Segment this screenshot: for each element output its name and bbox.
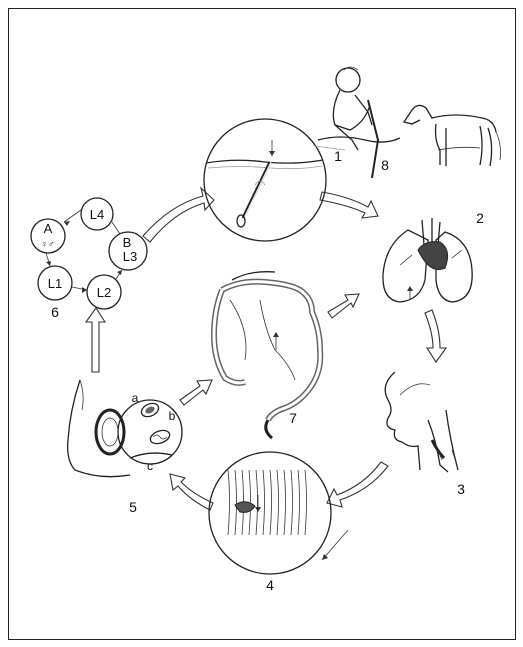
human-arm bbox=[355, 95, 372, 125]
intestinal-mucosa-illustration bbox=[209, 452, 348, 574]
arrow-l4-to-a bbox=[64, 210, 81, 222]
dog-head bbox=[404, 110, 420, 124]
anus-ring-inner bbox=[102, 418, 118, 446]
dog-belly bbox=[438, 147, 480, 150]
esophagus bbox=[446, 410, 458, 470]
arrowhead-a-to-l1 bbox=[46, 261, 51, 266]
skin-surface-line bbox=[206, 160, 323, 163]
node-b-label: B bbox=[123, 235, 132, 250]
arrow-lungs-to-throat bbox=[425, 310, 446, 362]
dog-front-leg bbox=[436, 124, 441, 165]
colon-illustration bbox=[214, 272, 320, 438]
skin-layer-line bbox=[208, 166, 322, 169]
larva-body bbox=[243, 162, 270, 218]
dog-hind-leg-2 bbox=[488, 128, 492, 166]
attached-worm bbox=[235, 502, 255, 513]
label-stage-5: 5 bbox=[129, 499, 137, 515]
arrow-skin-to-lungs bbox=[320, 192, 378, 218]
label-egg-a: a bbox=[132, 391, 139, 405]
skin-penetration-illustration bbox=[204, 119, 326, 241]
skin-circle bbox=[204, 119, 326, 241]
node-adult-sex-symbols: ♀♂ bbox=[41, 239, 55, 249]
label-stage-4: 4 bbox=[266, 577, 274, 593]
lungs-illustration bbox=[383, 218, 472, 302]
throat-illustration bbox=[385, 372, 458, 472]
label-stage-7: 7 bbox=[289, 410, 297, 426]
ground-line bbox=[318, 137, 400, 142]
label-stage-3: 3 bbox=[457, 481, 465, 497]
lung-arrowhead-up bbox=[407, 286, 413, 291]
small-intestine-loops bbox=[230, 300, 295, 380]
villus bbox=[298, 470, 300, 535]
arrowhead-l1-to-l2 bbox=[82, 287, 87, 293]
larva-body-highlight bbox=[244, 162, 271, 218]
larva-tail bbox=[237, 215, 245, 227]
egg-a-morula bbox=[144, 405, 156, 415]
arrow-intestine-to-eggs bbox=[170, 474, 213, 510]
villus bbox=[256, 470, 258, 535]
node-l3-label: L3 bbox=[123, 249, 137, 264]
label-larva-c: c bbox=[147, 459, 153, 473]
arrow-colon-to-lungs bbox=[328, 294, 359, 318]
right-lung bbox=[383, 230, 428, 302]
human-torso bbox=[333, 90, 370, 130]
villus bbox=[263, 470, 265, 535]
arrow-eggs-to-cycle bbox=[86, 308, 105, 372]
node-adult-label: A bbox=[44, 221, 53, 236]
node-l4-label: L4 bbox=[90, 207, 104, 222]
pointer-line bbox=[322, 530, 348, 560]
label-stage-1: 1 bbox=[334, 148, 342, 164]
anus-outline bbox=[68, 380, 130, 477]
face-profile bbox=[385, 372, 420, 470]
lung-arrow-left bbox=[400, 255, 412, 265]
villus bbox=[228, 470, 230, 535]
colon-body bbox=[222, 282, 320, 420]
hosts-illustration bbox=[315, 67, 501, 178]
mucosa-arrowhead bbox=[255, 507, 261, 512]
villus bbox=[270, 470, 272, 535]
anus-fold bbox=[80, 380, 83, 410]
villus bbox=[284, 470, 286, 535]
node-l1-label: L1 bbox=[48, 276, 62, 291]
egg-b-larva bbox=[153, 435, 167, 439]
dog-tail bbox=[496, 132, 501, 160]
arrow-eggs-to-colon bbox=[180, 380, 212, 405]
villus bbox=[235, 470, 237, 535]
villus bbox=[291, 470, 293, 535]
arrow-l4-to-l3 bbox=[112, 222, 120, 234]
colon-arrowhead bbox=[273, 332, 279, 337]
larva-c bbox=[130, 453, 172, 458]
label-stage-8: 8 bbox=[381, 157, 389, 173]
human-stick bbox=[368, 100, 378, 178]
label-egg-b: b bbox=[169, 409, 176, 423]
rectum bbox=[266, 420, 272, 438]
colon-body-inner bbox=[222, 282, 320, 420]
anus-ring bbox=[96, 410, 124, 454]
dog-hind-leg bbox=[480, 126, 482, 165]
human-head bbox=[336, 68, 360, 92]
heart bbox=[418, 242, 448, 270]
label-stage-2: 2 bbox=[476, 210, 484, 226]
entry-arrowhead bbox=[269, 151, 275, 156]
lung-arrow-right bbox=[452, 250, 462, 258]
pointer-arrowhead bbox=[322, 554, 328, 560]
villus bbox=[305, 470, 307, 535]
free-living-cycle: A ♀♂ L4 B L3 L1 L2 6 bbox=[31, 198, 147, 320]
eggs-illustration: a b c bbox=[68, 380, 182, 477]
trachea-front bbox=[428, 420, 448, 472]
arrow-throat-to-intestine bbox=[327, 462, 388, 507]
dog-back bbox=[412, 105, 496, 132]
node-l2-label: L2 bbox=[97, 285, 111, 300]
arrow-cycle-to-skin bbox=[143, 188, 214, 242]
villus bbox=[277, 470, 279, 535]
nasal-passage bbox=[400, 384, 430, 395]
label-stage-6: 6 bbox=[51, 304, 59, 320]
